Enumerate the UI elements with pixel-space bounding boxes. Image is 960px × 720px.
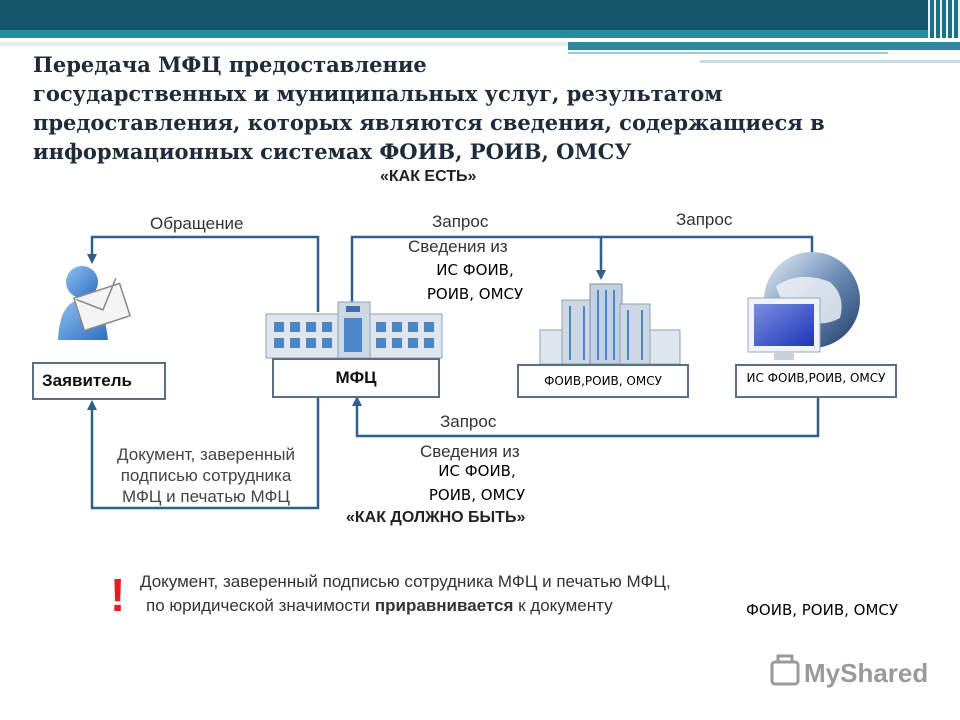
zapros-label-top-left: Запрос	[432, 212, 489, 231]
to-be-heading: «КАК ДОЛЖНО БЫТЬ»	[346, 509, 526, 526]
myshared-logo-icon	[770, 654, 800, 686]
applicant-label: Заявитель	[42, 371, 132, 390]
arrow-zapros-bottom	[352, 396, 820, 438]
foiv-building-icon	[539, 283, 681, 365]
svedeniya-top-overlay: ИС ФОИВ, РОИВ, ОМСУ	[400, 258, 550, 306]
note-line-1: Документ, заверенный подписью сотрудника…	[140, 572, 671, 591]
header-line-fade	[700, 60, 960, 63]
title-line: информационных системах ФОИВ, РОИВ, ОМСУ	[33, 139, 632, 164]
document-line: подписью сотрудника	[120, 466, 292, 485]
as-is-heading: «КАК ЕСТЬ»	[380, 168, 477, 185]
foiv-label: ФОИВ,РОИВ, ОМСУ	[544, 374, 662, 388]
header-accent	[0, 30, 960, 38]
document-caption: Документ, заверенный подписью сотрудника…	[76, 444, 336, 507]
arrow-obrashchenie	[87, 235, 320, 312]
header-line-thin	[568, 52, 888, 54]
header-stripes	[928, 0, 960, 38]
title-line: предоставления, которых являются сведени…	[33, 110, 825, 135]
arrow-zapros-foiv	[350, 235, 606, 312]
svedeniya-bottom-label: Сведения из	[420, 442, 520, 461]
note-emphasis: приравнивается	[374, 596, 514, 615]
title-line: Передача МФЦ предоставление	[33, 52, 427, 77]
exclamation-mark: !	[110, 569, 126, 621]
is-box: ИС ФОИВ,РОИВ, ОМСУ	[735, 364, 897, 398]
mfc-building-icon	[265, 301, 443, 359]
mfc-label: МФЦ	[335, 368, 377, 387]
arrow-zapros-is	[601, 235, 817, 270]
svedeniya-bottom-overlay: ИС ФОИВ, РОИВ, ОМСУ	[402, 459, 552, 507]
arrow-document	[87, 398, 320, 510]
mfc-box: МФЦ	[272, 358, 440, 398]
note-text: по юридической значимости	[146, 596, 375, 615]
obrashchenie-label: Обращение	[150, 214, 244, 233]
zapros-label-top-right: Запрос	[676, 210, 733, 229]
svedeniya-top-line: ИС ФОИВ,	[436, 261, 514, 279]
svedeniya-top-label: Сведения из	[408, 237, 508, 256]
header-band	[0, 0, 960, 30]
svedeniya-bottom-line: ИС ФОИВ,	[438, 462, 516, 480]
is-label: ИС ФОИВ,РОИВ, ОМСУ	[746, 371, 886, 385]
title-line: государственных и муниципальных услуг, р…	[33, 81, 723, 106]
zapros-label-bottom: Запрос	[440, 412, 497, 431]
document-line: Документ, заверенный	[117, 445, 295, 464]
foiv-box: ФОИВ,РОИВ, ОМСУ	[517, 364, 689, 398]
document-line: МФЦ и печатью МФЦ	[121, 487, 291, 506]
note-overlay: ФОИВ, РОИВ, ОМСУ	[746, 601, 899, 619]
svedeniya-bottom-line: РОИВ, ОМСУ	[428, 486, 526, 504]
header-line	[0, 42, 568, 46]
applicant-box: Заявитель	[32, 362, 166, 400]
note-text: к документу	[513, 596, 613, 615]
note-line-2: по юридической значимости приравнивается…	[146, 596, 613, 616]
applicant-icon	[58, 266, 132, 340]
svedeniya-top-line: РОИВ, ОМСУ	[426, 285, 524, 303]
slide-title: Передача МФЦ предоставление государствен…	[33, 50, 913, 166]
globe-computer-icon	[747, 252, 860, 360]
watermark: MyShared	[804, 658, 929, 688]
header-line-accent	[568, 42, 960, 50]
